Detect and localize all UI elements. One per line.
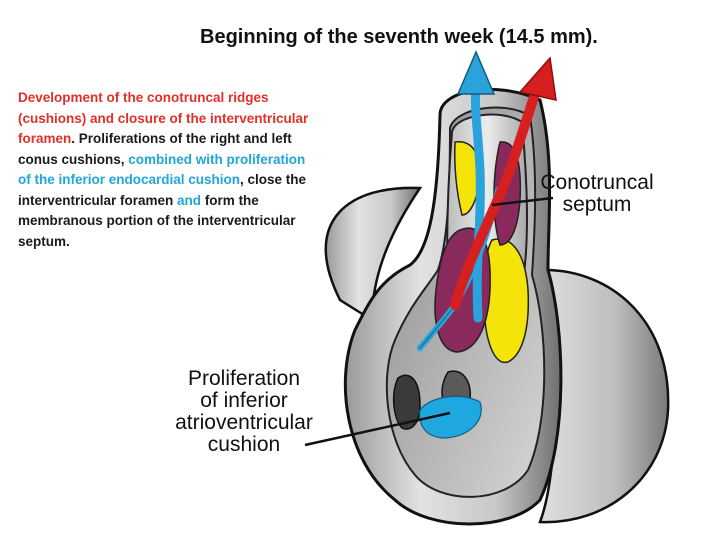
left-ventricle-shape — [324, 186, 423, 323]
yellow-cushion-upper — [454, 141, 481, 216]
prolif-label-line4: cushion — [207, 433, 281, 456]
prolif-label-line3: atrioventricular — [175, 411, 313, 434]
description-text-2: , close the interventricular foramen — [18, 172, 307, 208]
ventricle-opening-left — [392, 374, 421, 430]
conotruncal-label-line1: Conotruncal — [540, 171, 654, 194]
blue-arrow-head — [456, 50, 496, 95]
description-text: Development of the conotruncal ridges (c… — [18, 88, 318, 252]
prolif-label-line2: of inferior — [200, 389, 288, 412]
conotruncal-septum-label: Conotruncal septum — [522, 172, 672, 216]
description-text-3: form the membranous portion of the inter… — [18, 192, 296, 249]
slide-title: Beginning of the seventh week (14.5 mm). — [200, 26, 598, 48]
description-blue-text-1: combined with proliferation of the infer… — [18, 151, 306, 188]
blue-av-cushion — [419, 395, 482, 439]
conotruncal-label-line2: septum — [562, 193, 632, 216]
description-blue-text-2: and — [177, 192, 202, 208]
red-arrow — [450, 79, 543, 310]
description-red-text: Development of the conotruncal ridges (c… — [18, 90, 309, 146]
yellow-cushion-lower — [483, 238, 530, 364]
prolif-leader-line — [304, 411, 451, 447]
prolif-label-line1: Proliferation — [187, 367, 301, 390]
description-text-1: . Proliferations of the right and left c… — [18, 131, 292, 167]
red-arrow-head — [518, 56, 557, 101]
blue-arrow — [470, 83, 485, 323]
prolif-cushion-label: Proliferation of inferior atrioventricul… — [160, 368, 328, 456]
conotruncal-leader-line — [491, 196, 554, 207]
